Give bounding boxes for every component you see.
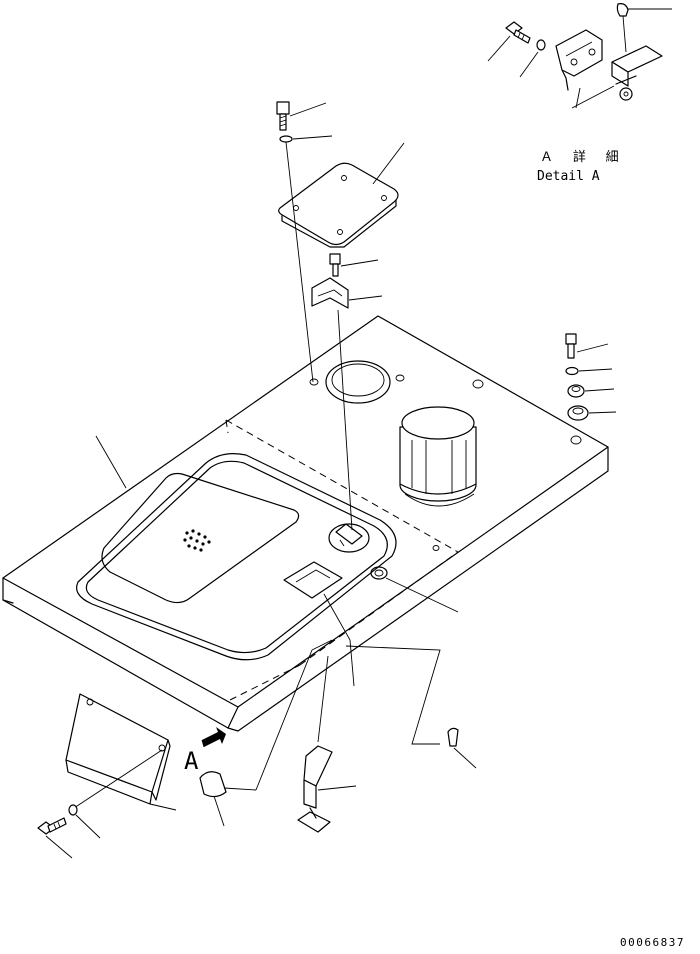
duct-cylinder [399,406,477,507]
hatch-recess [76,453,397,661]
view-marker-label: A [184,747,199,775]
top-bolt [276,101,333,383]
cover-plate [278,142,405,248]
small-bolt-and-clip [311,253,383,531]
right-bolt-stack [565,333,617,421]
drawing-number: 00066837 [620,936,685,949]
side-cover [65,693,177,811]
view-a-arrow [201,727,226,748]
latch-socket [283,523,388,599]
detail-title-jp: Ａ 詳 細 [540,149,625,165]
detail-a-parts [487,3,672,109]
bottom-left-bolt [37,804,101,859]
detail-title-en: Detail A [537,169,600,184]
callout-leaders [95,435,459,791]
floor-plate [2,315,609,732]
lever-assembly [199,639,477,833]
perforation-dots [183,529,211,552]
